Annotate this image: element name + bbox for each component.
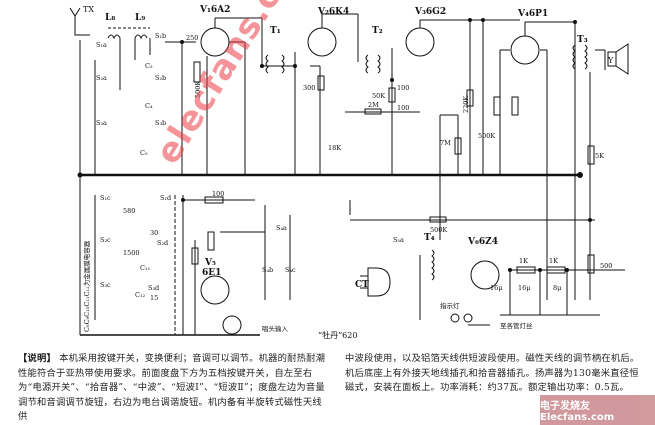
switch-s3a-label: S₃a [96,119,107,127]
ct-plug-label: CT [355,280,369,290]
res-500k-volume-label: 500K [478,132,495,140]
switch-s4b-label: S₄b [262,266,273,274]
site-badge: 电子发烧友 Elecfans.com [540,395,655,425]
pickup-input-label: 唱头输入 [262,324,289,333]
res-500-label: 500 [600,262,612,270]
cap-c11-label: C₁₁ [140,264,151,272]
inductor-l8-label: L₈ [105,13,115,23]
caption-left: 【说明】 本机采用按键开关，变换便利；音调可以调节。机器的耐热耐潮性能符合于亚热… [18,352,328,425]
caption: 【说明】 本机采用按键开关，变换便利；音调可以调节。机器的耐热耐潮性能符合于亚热… [0,342,655,425]
tube-v5-label: V₅ [204,258,216,268]
transformer-t2-label: T₂ [372,26,383,36]
switch-s2a-label: S₂a [96,74,107,82]
res-1k-b-label: 1K [549,257,558,265]
res-5k-label: 5K [595,152,604,160]
switch-s1b-label: S₁b [155,32,166,40]
caption-left-text: 本机采用按键开关，变换便利；音调可以调节。机器的耐热耐潮性能符合于亚热带使用要求… [18,353,326,422]
indicator-lamp-label: 指示灯 [440,301,460,310]
switch-s1c-label: S₁c [100,194,111,202]
cap-15-label: 15 [150,294,158,302]
cap-16u-b-label: 16μ [518,284,531,292]
switch-s4a-label: S₄a [276,224,287,232]
side-note: C₈C₉C₁₀C₁₁C₁₂为金属膜电容器 [82,240,91,332]
circuit-schematic: TX L₈ L₉ V₁6A2 V₂6K4 V₃6G2 V₄6P1 V₅ 6E1 … [69,5,629,340]
res-2m-label: 2M [368,101,379,109]
tube-v1-label: V₁6A2 [199,5,230,15]
res-500k-tone-label: 500K [430,226,447,234]
res-100-label: 100 [212,190,224,198]
res-1k-a-label: 1K [519,257,528,265]
tube-v5-type: 6E1 [202,268,221,278]
cap-100b-label: 100 [397,104,409,112]
res-50k-label: 50K [372,92,385,100]
diagram-title: “牡丹”620 [318,330,357,340]
cap-250-label: 250 [186,34,198,42]
transformer-t3-label: T₃ [577,35,588,45]
switch-s1a-label: S₁a [96,41,107,49]
cap-1500-label: 1500 [123,249,140,257]
cap-c12-label: C₁₂ [135,291,146,299]
cap-8u-label: 8μ [553,284,561,292]
tube-v2-label: V₂6K4 [317,7,349,17]
tube-v3-label: V₃6G2 [414,7,446,17]
cap-c3-label: C₃ [145,62,153,70]
antenna-label: TX [83,5,94,14]
res-300-label: 300 [303,84,315,92]
to-filaments-label: 至各管灯丝 [500,321,533,330]
switch-s4c-label: S₄c [285,266,296,274]
switch-s3c-label: S₃c [100,281,111,289]
cap-580-label: 580 [123,207,135,215]
cap-30-label: 30 [150,229,158,237]
caption-heading: 【说明】 [18,353,56,364]
cap-c4-label: C₄ [145,102,153,110]
cap-16u-a-label: 16μ [490,284,503,292]
cap-100a-label: 100 [397,84,409,92]
res-500k-v1-label: 500K [194,81,202,98]
tube-v6-label: V₆6Z4 [467,237,498,247]
switch-s5a-label: S₅a [393,236,404,244]
transformer-t4-label: T₄ [424,233,435,243]
inductor-l9-label: L₉ [135,13,145,23]
switch-s2d-label: S₂d [157,239,168,247]
switch-s1d-label: S₁d [160,194,171,202]
res-7m-label: 7M [440,139,451,147]
switch-s3b-label: S₃b [155,119,166,127]
tube-v4-label: V₄6P1 [517,9,548,19]
transformer-t1-label: T₁ [270,26,281,36]
cap-c5-label: C₅ [140,149,148,157]
switch-s3d-label: S₃d [148,284,159,292]
res-18k-label: 18K [328,144,341,152]
switch-s2c-label: S₂c [100,236,111,244]
speaker-label: Y [607,56,614,65]
caption-right: 中波段使用，以及铝箔天线供短波段使用。磁性天线的调节柄在机后。机后底座上有外接天… [345,353,640,393]
switch-s2b-label: S₂b [155,74,166,82]
res-220k-label: 220K [462,96,470,113]
